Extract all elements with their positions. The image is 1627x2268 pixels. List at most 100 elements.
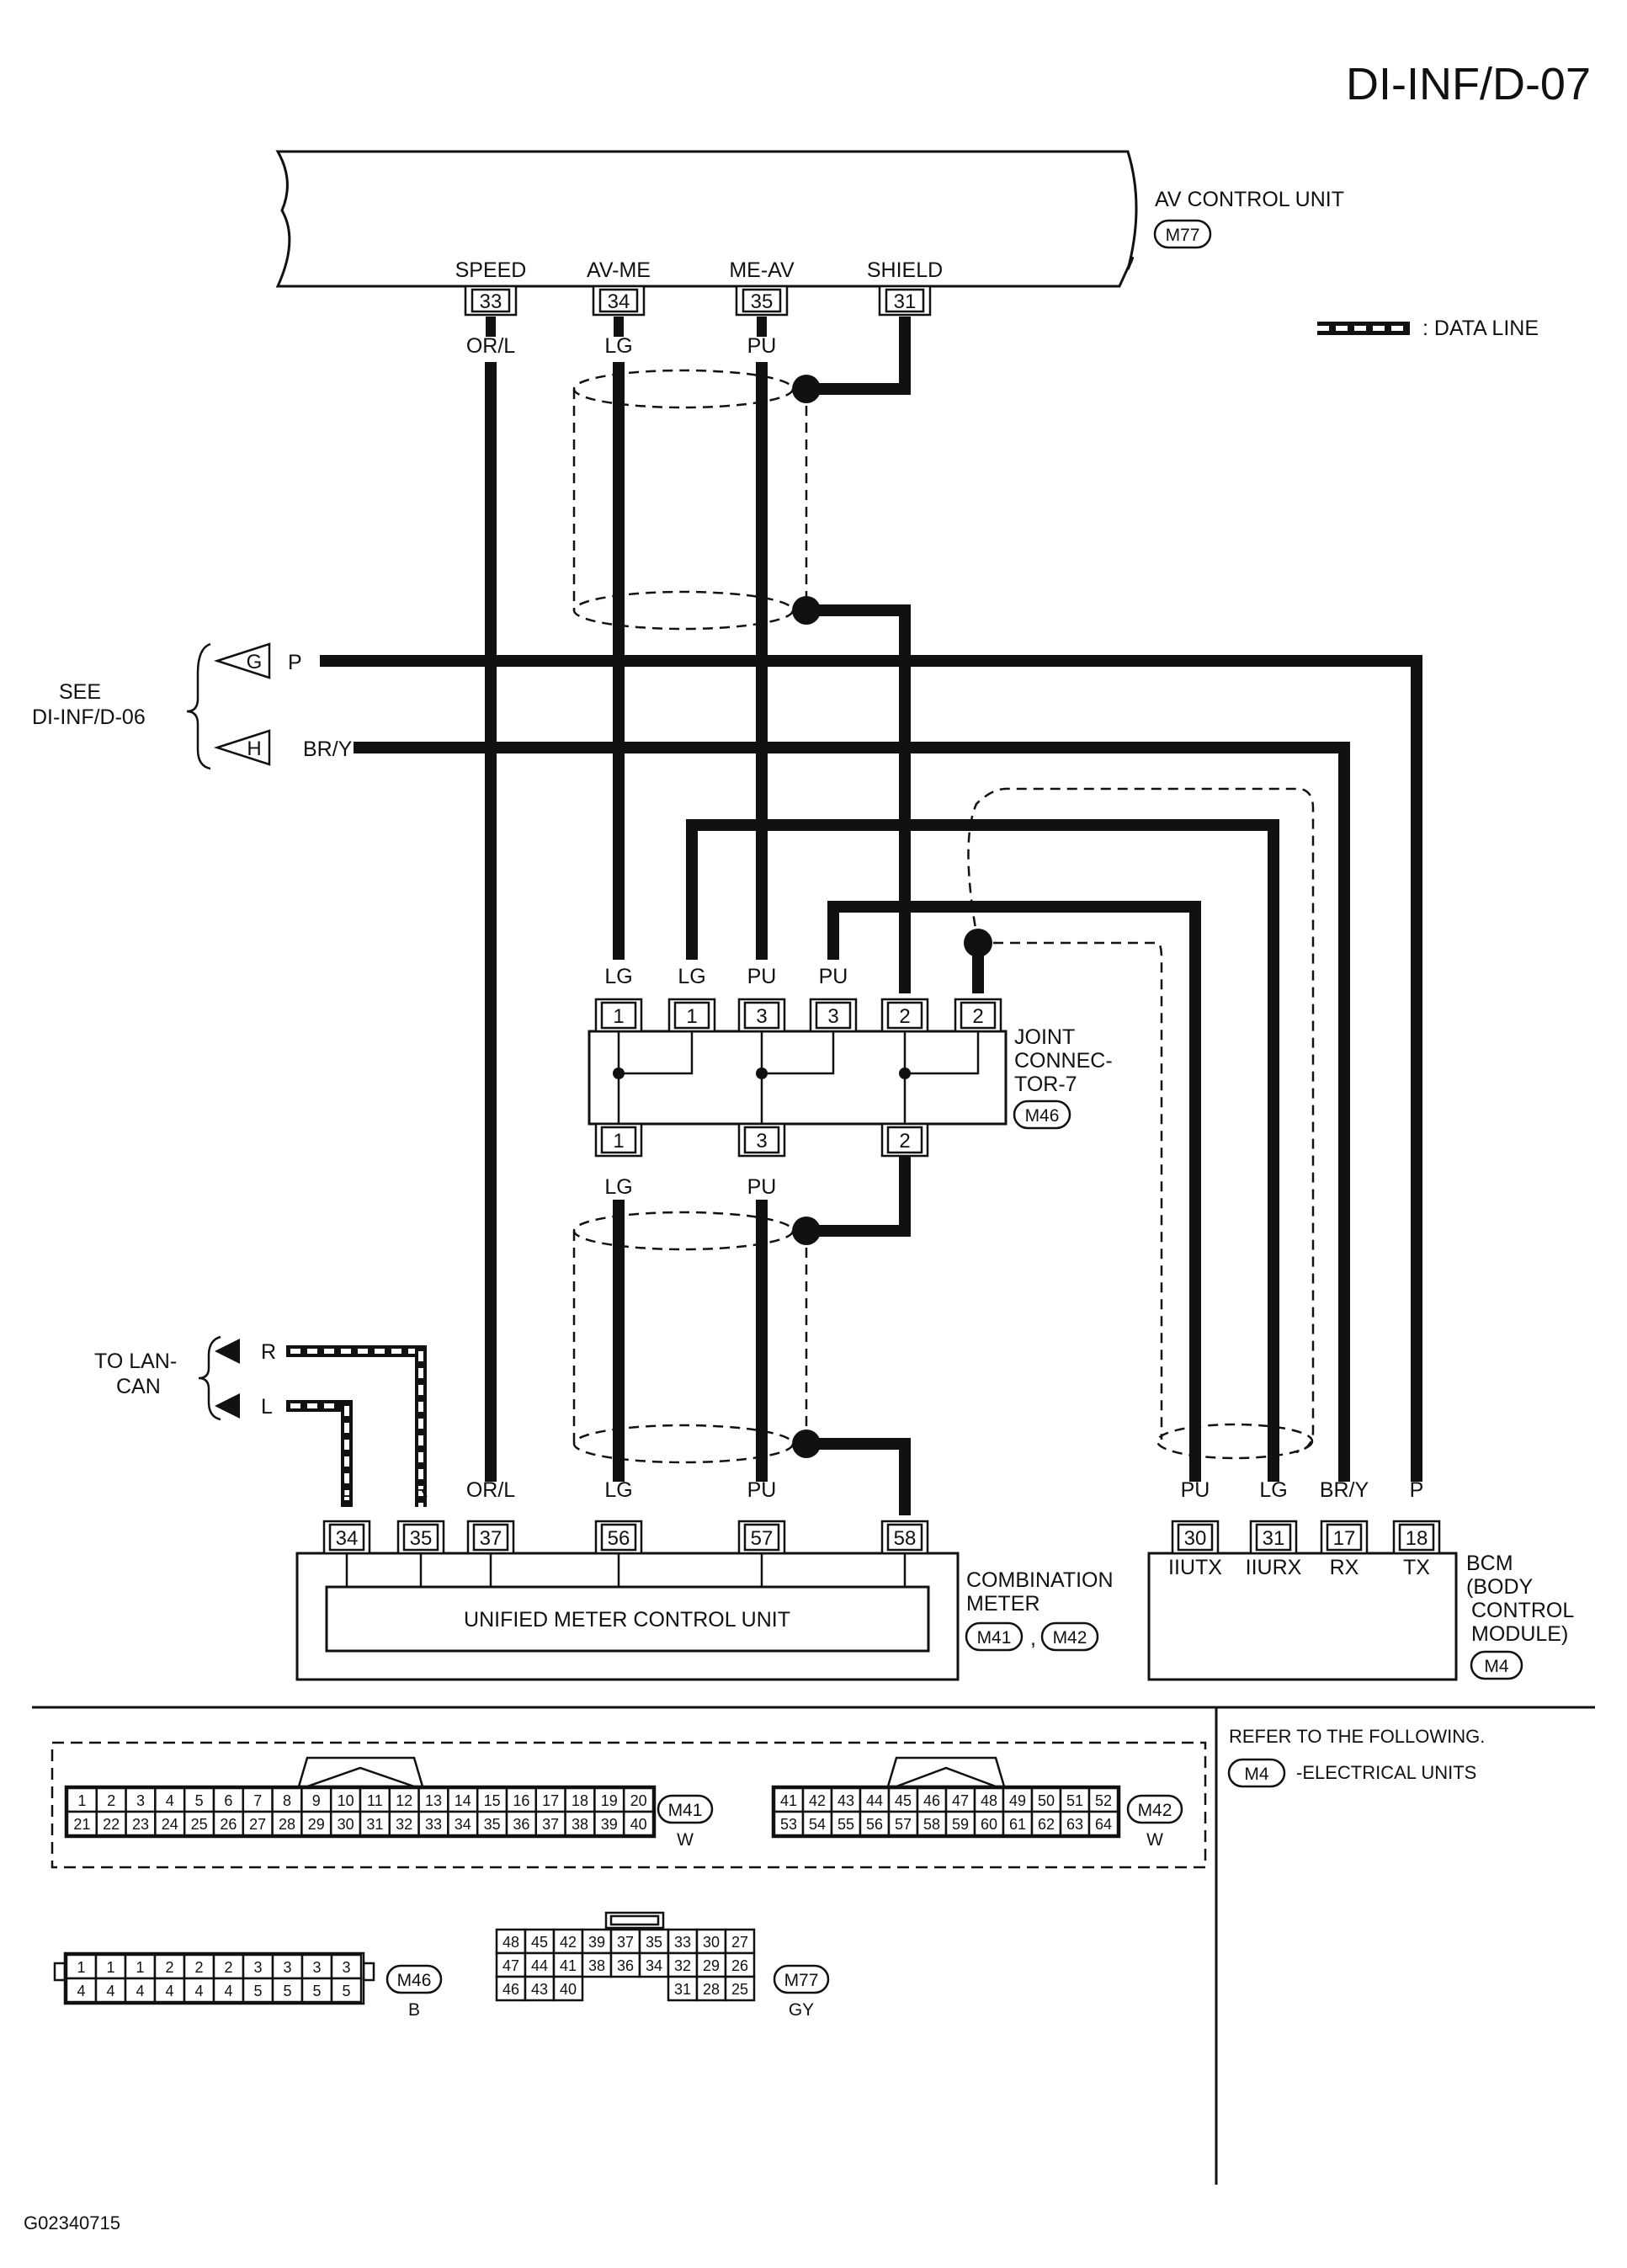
svg-text:PU: PU xyxy=(819,965,848,988)
m77-cell xyxy=(524,1975,556,2002)
m41-cell-number: 14 xyxy=(455,1792,471,1809)
m42-cell-number: 50 xyxy=(1038,1792,1055,1809)
svg-text:LG: LG xyxy=(604,965,632,988)
bcm-pin-30: PU 30 IIUTX xyxy=(1168,1478,1222,1579)
m41-cell-number: 20 xyxy=(630,1792,647,1809)
m41-cell-number: 39 xyxy=(601,1816,618,1833)
m42-cell-number: 55 xyxy=(837,1816,854,1833)
bcm-pin-18: P 18 TX xyxy=(1392,1478,1441,1579)
m46-cell xyxy=(183,1953,215,1980)
svg-text:3: 3 xyxy=(756,1130,767,1153)
m42-cell xyxy=(1002,1810,1034,1837)
svg-text:M41: M41 xyxy=(668,1801,703,1820)
unified-meter-control-unit xyxy=(325,1585,930,1653)
joint-bottom-pin-1: 1 LG xyxy=(594,1122,643,1199)
m41-cell-number: 38 xyxy=(572,1816,588,1833)
av-terminal-shield: SHIELD 31 xyxy=(867,258,943,317)
bcm-connector-ref: M4 xyxy=(1470,1650,1523,1680)
svg-text:ME-AV: ME-AV xyxy=(729,258,795,282)
m41-cell xyxy=(359,1786,391,1813)
svg-text:1: 1 xyxy=(613,1005,624,1028)
svg-text:M41: M41 xyxy=(977,1628,1012,1648)
figure-id: G02340715 xyxy=(24,2212,120,2233)
connector-views-frame xyxy=(51,1741,1207,1869)
svg-text:PU: PU xyxy=(747,1175,777,1199)
joint-top-pin-2b: 2 xyxy=(954,998,1002,1033)
m42-cell xyxy=(1087,1810,1119,1837)
svg-text:GY: GY xyxy=(789,2000,814,2020)
m41-cell-number: 34 xyxy=(455,1816,471,1833)
m41-cell xyxy=(66,1810,98,1837)
meter-pin-37: OR/L 37 xyxy=(466,1478,515,1555)
svg-text:P: P xyxy=(288,651,302,674)
m42-cell-number: 61 xyxy=(1009,1816,1026,1833)
m46-cell-number: 4 xyxy=(194,1983,203,1999)
connector-arrow-h: H BR/Y xyxy=(213,729,353,766)
m77-cell xyxy=(667,1975,699,2002)
m46-cell-number: 2 xyxy=(165,1959,173,1976)
svg-text:,: , xyxy=(1030,1626,1036,1650)
bcm-shield-tube xyxy=(964,787,1315,1460)
svg-text:M77: M77 xyxy=(784,1971,819,1990)
m42-cell-number: 41 xyxy=(780,1792,797,1809)
m42-cell-number: 56 xyxy=(866,1816,883,1833)
m41-cell-number: 10 xyxy=(338,1792,354,1809)
svg-text:W: W xyxy=(677,1830,694,1850)
m77-cell-number: 47 xyxy=(502,1957,519,1974)
m42-cell xyxy=(1087,1786,1119,1813)
m41-cell-number: 33 xyxy=(425,1816,442,1833)
svg-text:M46: M46 xyxy=(1025,1106,1060,1126)
m77-cell-number: 26 xyxy=(731,1957,748,1974)
meter-pin-57: PU 57 xyxy=(737,1478,786,1555)
m41-cell-number: 19 xyxy=(601,1792,618,1809)
lan-arrow-l: L xyxy=(215,1393,353,1507)
m42-cell xyxy=(944,1810,976,1837)
m42-cell-number: 48 xyxy=(981,1792,997,1809)
bcm-body xyxy=(1147,1552,1458,1681)
svg-text:P: P xyxy=(1410,1478,1424,1502)
see-bracket xyxy=(186,642,211,770)
see-label: SEE xyxy=(59,680,101,704)
meter-label-1: COMBINATION xyxy=(966,1568,1114,1592)
svg-text:M46: M46 xyxy=(397,1971,432,1990)
m77-cell-number: 31 xyxy=(674,1981,691,1998)
m46-cell-number: 5 xyxy=(312,1983,321,1999)
m77-cell xyxy=(724,1928,756,1955)
m41-cell xyxy=(388,1786,420,1813)
m41-cell-number: 17 xyxy=(542,1792,559,1809)
m42-cell-number: 51 xyxy=(1066,1792,1083,1809)
m42-cell xyxy=(916,1786,948,1813)
m46-cell-number: 1 xyxy=(77,1959,85,1976)
m77-cell-number: 41 xyxy=(560,1957,577,1974)
svg-text:3: 3 xyxy=(756,1005,767,1028)
m46-cell-number: 3 xyxy=(312,1959,321,1976)
m41-cell-number: 22 xyxy=(103,1816,120,1833)
svg-text:W: W xyxy=(1146,1830,1163,1850)
m41-cell-number: 15 xyxy=(484,1792,501,1809)
svg-text:R: R xyxy=(413,1478,428,1502)
svg-text:58: 58 xyxy=(894,1527,917,1550)
bcm-label-3: CONTROL xyxy=(1471,1599,1574,1622)
svg-text:M42: M42 xyxy=(1138,1801,1172,1820)
m42-cell-number: 60 xyxy=(981,1816,997,1833)
m41-cell-number: 4 xyxy=(166,1792,174,1809)
m41-cell-number: 13 xyxy=(425,1792,442,1809)
m41-cell xyxy=(534,1786,566,1813)
wire-pu-branch xyxy=(827,901,1201,1482)
joint-connector-ref: M46 xyxy=(1013,1099,1071,1130)
m77-cell xyxy=(581,1928,613,1955)
av-control-unit-body xyxy=(275,150,1138,288)
svg-text:L: L xyxy=(261,1395,273,1419)
joint-connector-body xyxy=(588,1030,1008,1126)
m42-cell xyxy=(887,1810,919,1837)
joint-top-pin-3a: PU 3 xyxy=(737,965,786,1033)
m42-cell-number: 64 xyxy=(1095,1816,1112,1833)
svg-text:BR/Y: BR/Y xyxy=(1320,1478,1369,1502)
m77-cell-number: 38 xyxy=(588,1957,605,1974)
svg-text:34: 34 xyxy=(608,290,630,313)
av-unit-connector-ref: M77 xyxy=(1153,219,1212,249)
m41-cell-number: 32 xyxy=(396,1816,412,1833)
svg-text:B: B xyxy=(408,2000,420,2020)
m77-cell xyxy=(724,1975,756,2002)
svg-text:RX: RX xyxy=(1330,1556,1359,1579)
